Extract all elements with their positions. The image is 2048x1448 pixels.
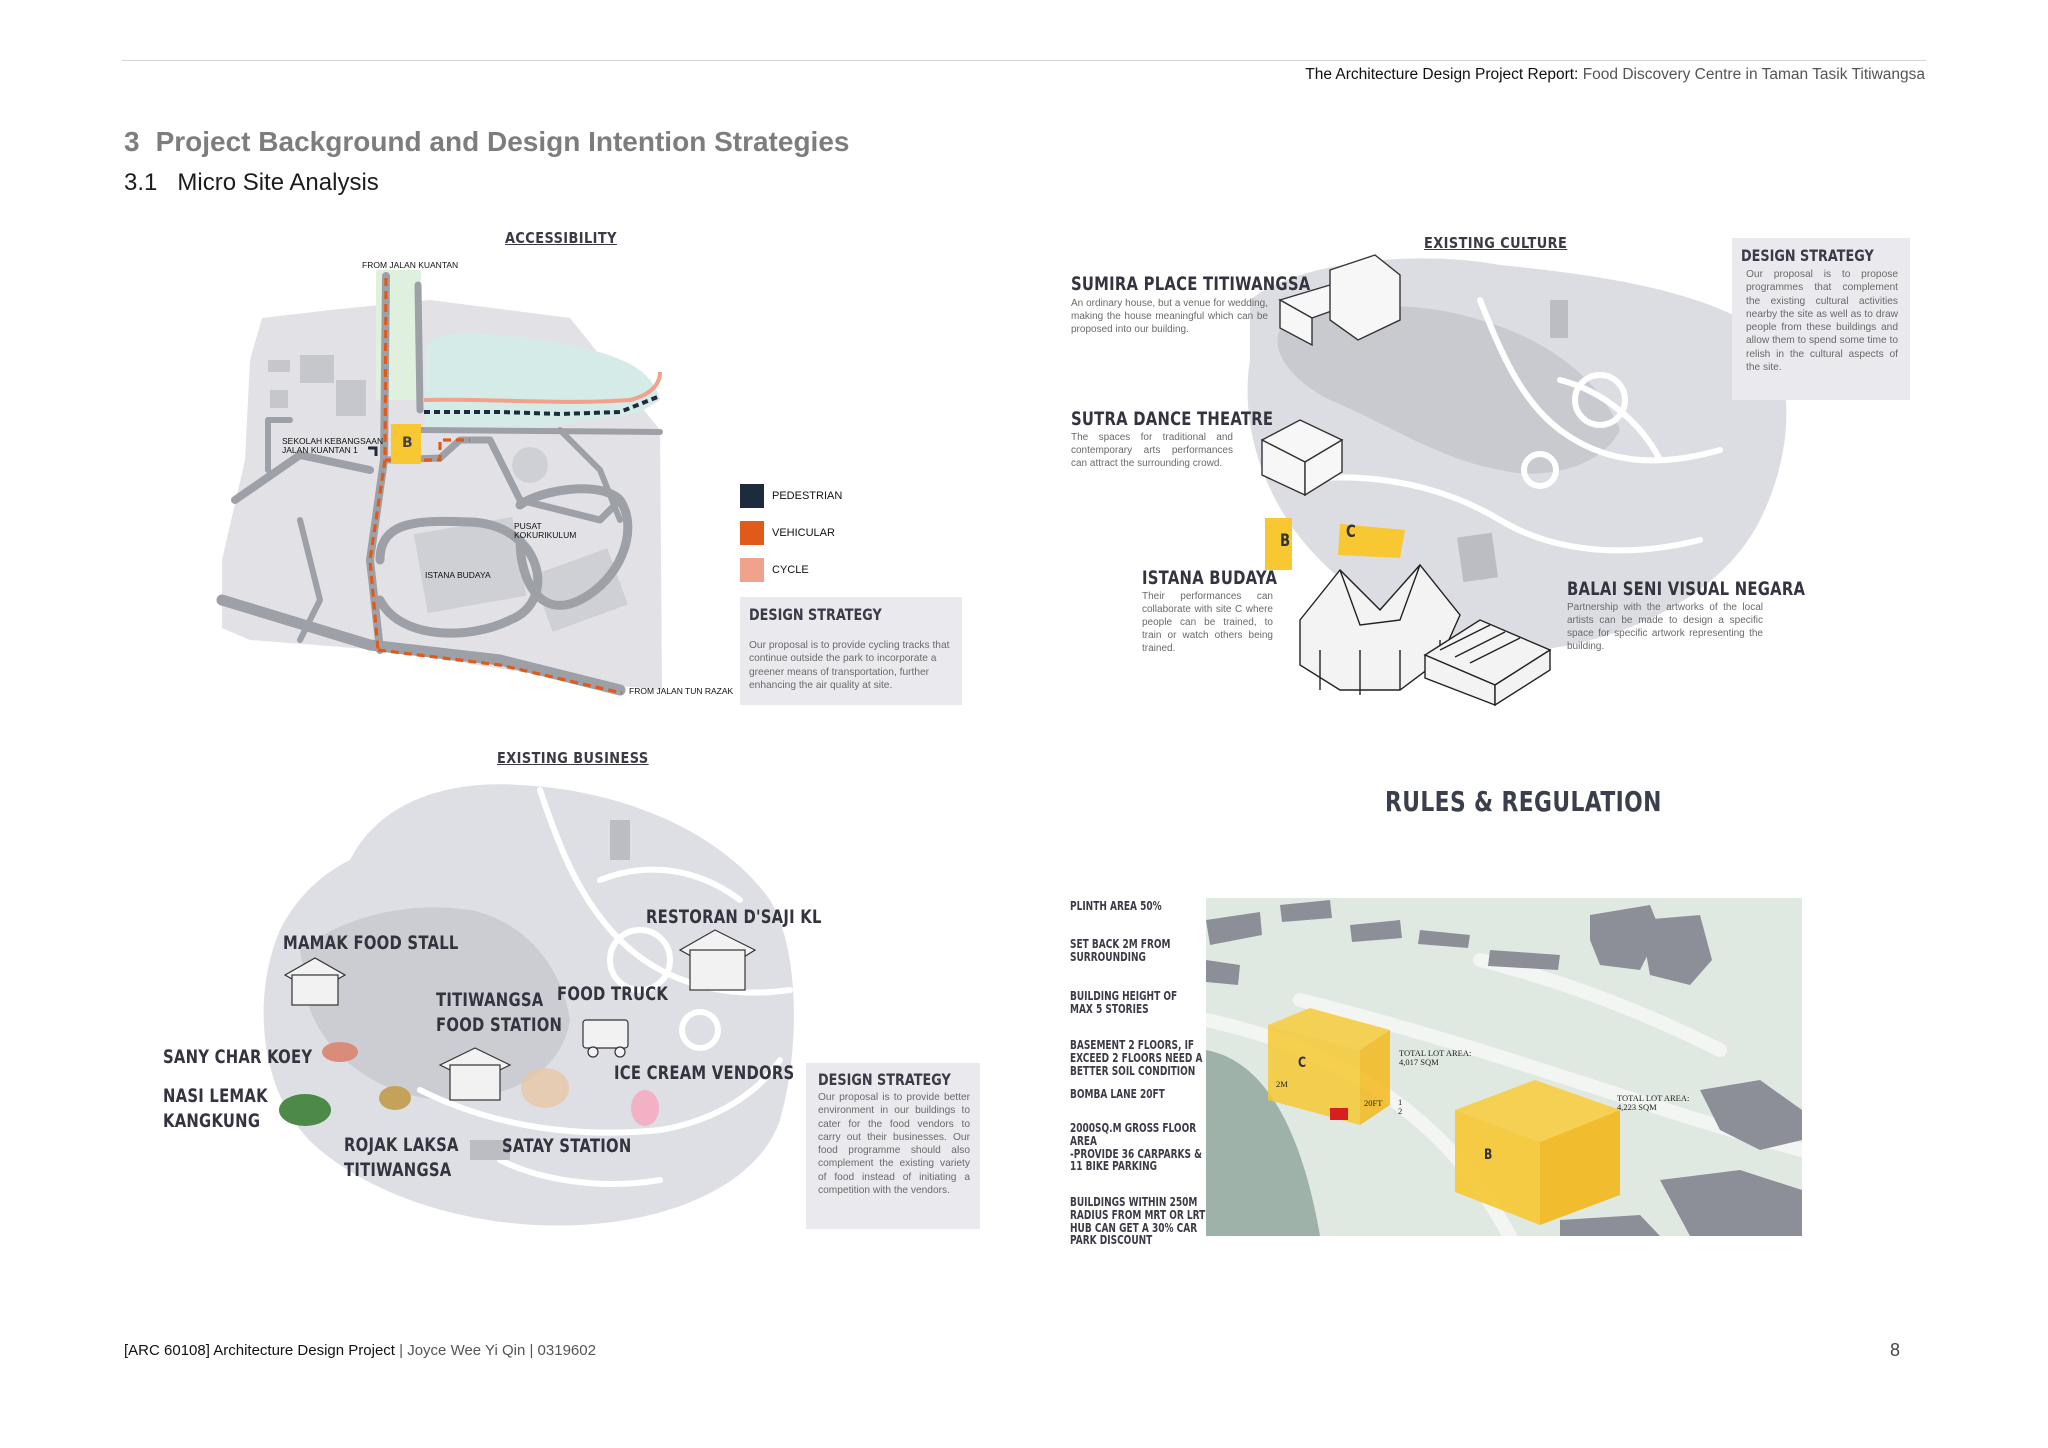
subsection-title-text: Micro Site Analysis	[177, 169, 379, 196]
culture-item-sumira-name: SUMIRA PLACE TITIWANGSA	[1071, 273, 1311, 295]
business-panel: EXISTING BUSINESS MAMAK FOOD STALL RESTO…	[0, 0, 1024, 1260]
culture-strategy-title: DESIGN STRATEGY	[1741, 246, 1874, 265]
accessibility-strategy-box: DESIGN STRATEGY Our proposal is to provi…	[740, 597, 962, 705]
label-sekolah: SEKOLAH KEBANGSAAN JALAN KUANTAN 1	[282, 436, 384, 455]
footer-sep: |	[399, 1342, 408, 1359]
header-rule	[122, 60, 1926, 61]
culture-map	[1247, 254, 1787, 707]
rule-gross-floor-area: 2000SQ.M GROSS FLOOR AREA -PROVIDE 36 CA…	[1070, 1120, 1203, 1174]
business-strategy-body: Our proposal is to provide better enviro…	[818, 1092, 970, 1196]
lot-b-label: B	[1484, 1147, 1493, 1163]
legend-cycle-label: CYCLE	[772, 564, 809, 576]
culture-item-balai-desc: Partnership with the artworks of the loc…	[1567, 602, 1763, 652]
rules-diagram	[1206, 898, 1802, 1236]
label-from-jalan-tun-razak: FROM JALAN TUN RAZAK	[629, 686, 734, 696]
culture-item-sutra-name: SUTRA DANCE THEATRE	[1071, 408, 1274, 430]
business-sany-char-koey: SANY CHAR KOEY	[163, 1046, 313, 1068]
cycle-swatch	[740, 558, 764, 582]
culture-item-balai-name: BALAI SENI VISUAL NEGARA	[1567, 578, 1806, 600]
business-title: EXISTING BUSINESS	[497, 749, 649, 767]
culture-item-sumira-desc: An ordinary house, but a venue for weddi…	[1071, 298, 1268, 335]
accessibility-panel: ACCESSIBILITY FROM JALAN KUANTAN SEKOLAH…	[0, 0, 1024, 740]
culture-strategy-body: Our proposal is to propose programmes th…	[1746, 269, 1898, 373]
accessibility-map	[216, 270, 663, 696]
business-strategy-title: DESIGN STRATEGY	[818, 1070, 951, 1089]
section-title: 3 Project Background and Design Intention…	[124, 126, 849, 158]
culture-panel: EXISTING CULTURE SUMIRA PLACE TITIWANGSA…	[1071, 234, 1910, 707]
setback-label: 2M	[1276, 1079, 1288, 1089]
label-from-jalan-kuantan: FROM JALAN KUANTAN	[362, 260, 459, 270]
accessibility-strategy-body: Our proposal is to provide cycling track…	[749, 640, 950, 691]
label-site-b: B	[402, 435, 413, 451]
report-header-light: Food Discovery Centre in Taman Tasik Tit…	[1582, 66, 1925, 83]
lot-c-label: C	[1298, 1055, 1307, 1071]
culture-item-sutra-desc: The spaces for traditional and contempor…	[1071, 432, 1233, 469]
business-mamak-food-stall: MAMAK FOOD STALL	[283, 932, 459, 954]
legend-cycle: CYCLE	[740, 558, 809, 582]
report-header-bold: The Architecture Design Project Report:	[1305, 66, 1579, 83]
section-number: 3	[124, 126, 140, 157]
culture-item-istana-name: ISTANA BUDAYA	[1142, 567, 1278, 589]
subsection-title: 3.1 Micro Site Analysis	[124, 169, 379, 197]
legend-vehicular: VEHICULAR	[740, 521, 835, 545]
business-ice-cream-vendors: ICE CREAM VENDORS	[614, 1062, 795, 1084]
rule-mrt-lrt-discount: BUILDINGS WITHIN 250M RADIUS FROM MRT OR…	[1070, 1194, 1206, 1248]
pedestrian-swatch	[740, 484, 764, 508]
business-titiwangsa-food-station: TITIWANGSA FOOD STATION	[436, 989, 563, 1036]
footer-author: Joyce Wee Yi Qin | 0319602	[407, 1342, 596, 1359]
business-food-truck: FOOD TRUCK	[557, 983, 669, 1005]
label-istana-budaya: ISTANA BUDAYA	[425, 570, 491, 580]
legend-pedestrian-label: PEDESTRIAN	[772, 490, 843, 502]
rule-setback: SET BACK 2M FROM SURROUNDING	[1070, 936, 1171, 964]
subsection-number: 3.1	[124, 169, 158, 196]
accessibility-title: ACCESSIBILITY	[505, 229, 617, 247]
accessibility-strategy-title: DESIGN STRATEGY	[749, 605, 882, 624]
rule-bomba-lane: BOMBA LANE 20FT	[1070, 1086, 1165, 1101]
business-strategy-box: DESIGN STRATEGY Our proposal is to provi…	[806, 1063, 980, 1229]
footer-course: [ARC 60108] Architecture Design Project	[124, 1342, 395, 1359]
footer: [ARC 60108] Architecture Design Project …	[124, 1342, 596, 1359]
culture-strategy-box: DESIGN STRATEGY Our proposal is to propo…	[1732, 238, 1910, 400]
business-nasi-lemak-kangkung: NASI LEMAK KANGKUNG	[163, 1085, 268, 1132]
rule-plinth-area: PLINTH AREA 50%	[1070, 898, 1162, 913]
lot-b-area-label: TOTAL LOT AREA: 4,223 SQM	[1617, 1093, 1690, 1112]
culture-site-c-label: C	[1346, 522, 1356, 542]
vehicular-swatch	[740, 521, 764, 545]
business-satay-station: SATAY STATION	[502, 1135, 632, 1157]
rules-title: RULES & REGULATION	[1385, 785, 1662, 818]
rule-basement: BASEMENT 2 FLOORS, IF EXCEED 2 FLOORS NE…	[1070, 1037, 1203, 1078]
page-number: 8	[1890, 1340, 1901, 1360]
floors-label: 1 2	[1398, 1097, 1403, 1116]
culture-item-istana-desc: Their performances can collaborate with …	[1142, 591, 1273, 654]
business-map	[263, 784, 794, 1226]
label-pusat-kokurikulum: PUSAT KOKURIKULUM	[514, 521, 577, 540]
business-restoran-dsaji: RESTORAN D'SAJI KL	[646, 906, 822, 928]
rule-building-height: BUILDING HEIGHT OF MAX 5 STORIES	[1070, 988, 1178, 1016]
lot-c-area-label: TOTAL LOT AREA: 4,017 SQM	[1399, 1048, 1472, 1067]
rules-panel: RULES & REGULATION PLINTH AREA 50% SET B…	[1070, 785, 1802, 1248]
business-rojak-laksa: ROJAK LAKSA TITIWANGSA	[344, 1134, 459, 1181]
culture-title: EXISTING CULTURE	[1424, 234, 1568, 252]
legend-pedestrian: PEDESTRIAN	[740, 484, 842, 508]
culture-site-b-label: B	[1280, 531, 1291, 551]
legend-vehicular-label: VEHICULAR	[772, 527, 835, 539]
section-title-text: Project Background and Design Intention …	[155, 126, 850, 157]
bomba-label: 20FT	[1364, 1098, 1383, 1108]
report-header: The Architecture Design Project Report: …	[1305, 66, 1925, 84]
